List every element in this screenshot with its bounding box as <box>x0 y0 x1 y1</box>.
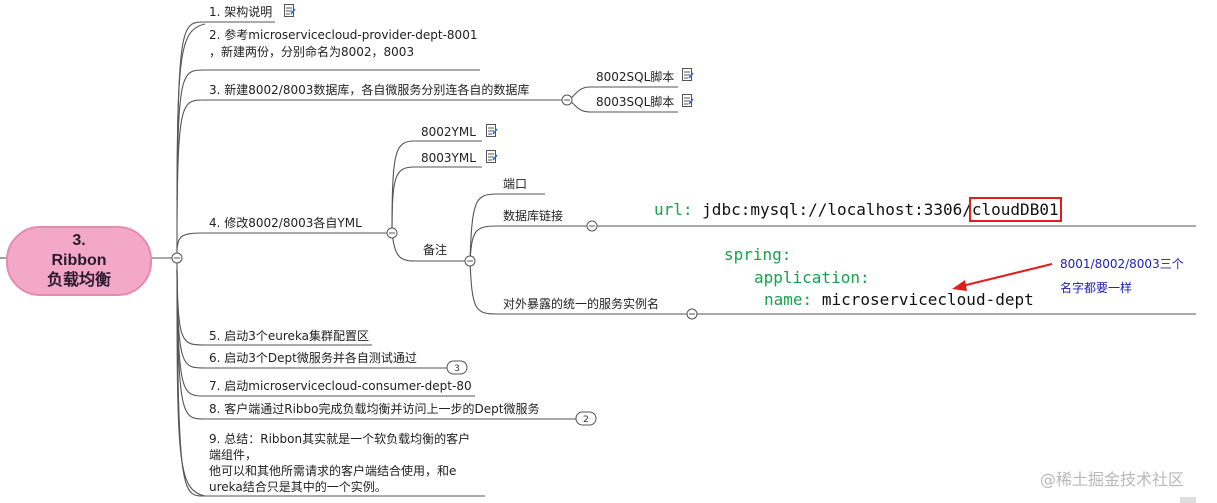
branch-6-label[interactable]: 6. 启动3个Dept微服务并各自测试通过 <box>209 351 417 365</box>
code-db-url: url: jdbc:mysql://localhost:3306/cloudDB… <box>654 197 1062 222</box>
doc-icon[interactable] <box>486 124 498 137</box>
code-spring-line-3: name: microservicecloud-dept <box>764 290 1034 309</box>
count-badge-b8-text: 2 <box>583 415 589 425</box>
doc-icon[interactable] <box>682 94 694 107</box>
annotation-note: 8001/8002/8003三个 名字都要一样 <box>1060 252 1184 300</box>
remark-child-db-link[interactable]: 数据库链接 <box>503 209 564 223</box>
count-badge-b8 <box>575 411 597 426</box>
count-badge-b6 <box>446 360 468 375</box>
branch-2-line-1[interactable]: 2. 参考microservicecloud-provider-dept-800… <box>209 28 478 42</box>
branch-9-line-4[interactable]: ureka结合只是其中的一个实例。 <box>209 480 387 494</box>
annotation-line-1: 8001/8002/8003三个 <box>1060 257 1184 271</box>
branch-4-child-8002yml[interactable]: 8002YML <box>421 125 476 139</box>
annotation-line-2: 名字都要一样 <box>1060 281 1133 295</box>
watermark: @稀土掘金技术社区 <box>1040 470 1185 489</box>
branch-9-line-3[interactable]: 他可以和其他所需请求的客户端结合使用，和e <box>209 464 457 478</box>
root-node[interactable]: 3. Ribbon负载均衡 <box>6 226 152 296</box>
code-spring-value: microservicecloud-dept <box>821 290 1034 309</box>
remark-child-service-name[interactable]: 对外暴露的统一的服务实例名 <box>503 297 660 311</box>
code-db-key: url: <box>654 200 693 219</box>
code-db-prefix: jdbc:mysql://localhost:3306/ <box>702 200 972 219</box>
code-spring-line-1: spring: <box>724 245 792 264</box>
remark-child-port[interactable]: 端口 <box>503 177 528 191</box>
branch-3-label[interactable]: 3. 新建8002/8003数据库，各自微服务分别连各自的数据库 <box>209 83 530 97</box>
branch-9-line-2[interactable]: 端组件， <box>209 448 258 462</box>
branch-8-label[interactable]: 8. 客户端通过Ribbo完成负载均衡并访问上一步的Dept微服务 <box>209 402 540 416</box>
branch-3-child-2[interactable]: 8003SQL脚本 <box>596 95 675 109</box>
doc-icon[interactable] <box>486 150 498 163</box>
code-spring-line-2: application: <box>754 268 870 287</box>
branch-4-child-remark[interactable]: 备注 <box>423 243 448 257</box>
branch-9-line-1[interactable]: 9. 总结：Ribbon其实就是一个软负载均衡的客户 <box>209 432 471 446</box>
doc-icon[interactable] <box>682 68 694 81</box>
root-title: 3. Ribbon负载均衡 <box>46 232 111 289</box>
branch-7-label[interactable]: 7. 启动microservicecloud-consumer-dept-80 <box>209 379 472 393</box>
branch-4-label[interactable]: 4. 修改8002/8003各自YML <box>209 216 362 230</box>
trunk-lower <box>176 257 206 497</box>
code-db-highlight: cloudDB01 <box>968 197 1062 222</box>
branch-4-child-8003yml[interactable]: 8003YML <box>421 151 476 165</box>
branch-2-line-2[interactable]: ，新建两份，分别命名为8002，8003 <box>209 45 415 59</box>
annotation-arrow <box>961 263 1053 287</box>
doc-icon[interactable] <box>284 4 296 17</box>
count-badge-b6-text: 3 <box>454 364 460 374</box>
branch-5-label[interactable]: 5. 启动3个eureka集群配置区 <box>209 329 370 343</box>
code-spring-key: name: <box>764 290 813 309</box>
branch-3-child-1[interactable]: 8002SQL脚本 <box>596 70 675 84</box>
branch-1-label[interactable]: 1. 架构说明 <box>209 5 273 19</box>
